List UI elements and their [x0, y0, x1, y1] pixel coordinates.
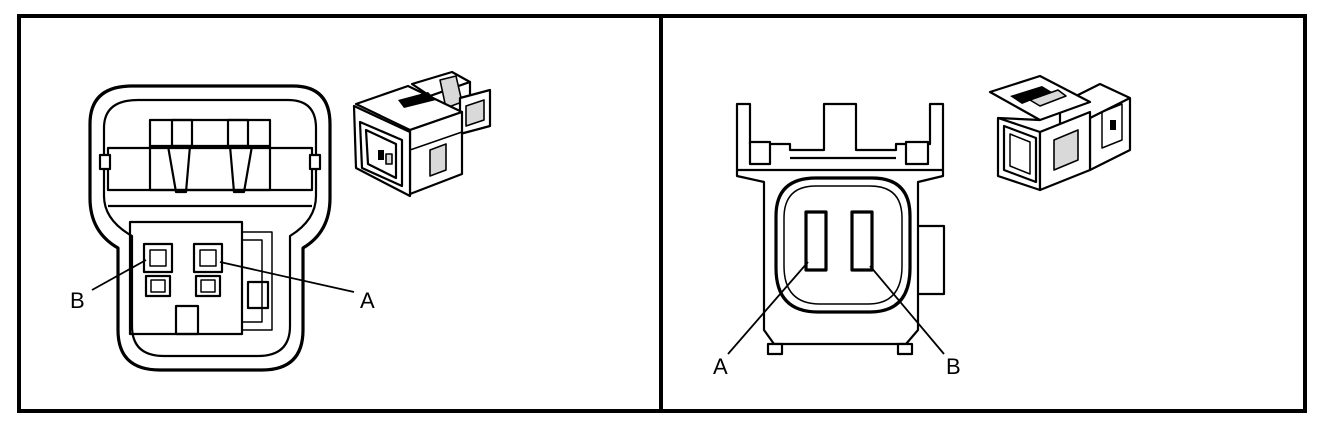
left-leader-b	[91, 259, 147, 291]
left-label-a: A	[360, 288, 375, 313]
left-connector-face-view	[88, 84, 355, 372]
left-terminal-b	[142, 242, 174, 298]
right-leader-b	[869, 265, 945, 355]
right-label-b: B	[946, 354, 961, 379]
right-panel: A B	[713, 74, 1132, 379]
right-leader-a	[727, 261, 809, 355]
left-panel: B A	[70, 70, 492, 372]
right-terminal-b	[850, 210, 874, 272]
right-label-a: A	[713, 354, 728, 379]
right-connector-face-view	[727, 102, 946, 356]
left-label-b: B	[70, 288, 85, 313]
right-terminal-a	[804, 210, 828, 272]
left-terminal-a	[192, 242, 224, 298]
left-leader-a	[219, 261, 355, 293]
left-connector-iso-view	[352, 70, 492, 198]
right-connector-iso-view	[988, 74, 1132, 192]
